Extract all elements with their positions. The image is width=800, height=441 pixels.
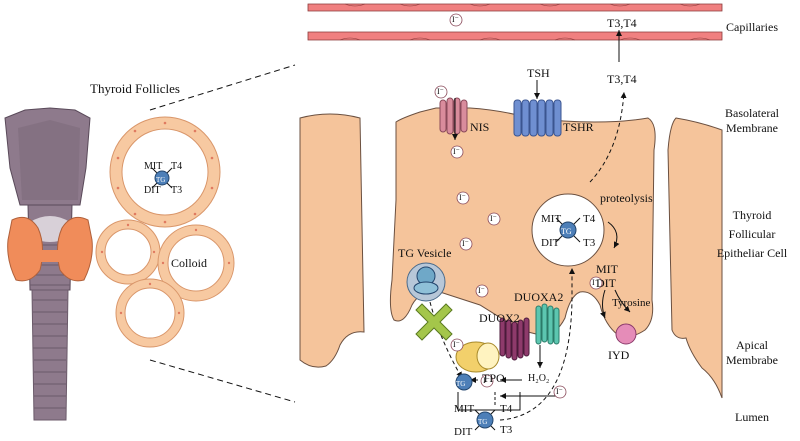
basolateral-t3t4-label: T3,T4 (607, 72, 637, 86)
thyroid-follicles-label: Thyroid Follicles (90, 81, 180, 96)
tg-vesicle (406, 262, 446, 302)
vesicle-t3-label: T3 (583, 237, 596, 249)
tg-lumen-complex (474, 409, 496, 431)
iodide-cell-1: I⁻ (453, 147, 460, 156)
follicle-small-left (95, 219, 161, 285)
zoom-line-bottom (149, 359, 296, 403)
green-channel (415, 303, 453, 341)
vesicle-dit-label: DIT (541, 237, 560, 249)
lumen-connectors (457, 392, 521, 411)
iodide-markers (434, 13, 603, 399)
tyrosine-label: Tyrosine (612, 297, 651, 309)
epithelial-cell-left-edge (299, 113, 365, 368)
tshr-label: TSHR (563, 120, 594, 134)
epithelial-cell-right-edge (667, 117, 723, 399)
proteolysis-label: proteolysis (600, 191, 653, 205)
lumen-tg-label: TG (456, 380, 466, 388)
iodide-recycled: I⁻ (556, 387, 563, 396)
proteolysis-arrow (607, 221, 620, 249)
region-lumen: Lumen (735, 410, 769, 424)
lumen-mit-label: MIT (454, 403, 475, 415)
follicle-small-bottom (115, 278, 185, 348)
tg-vesicle-label: TG Vesicle (398, 246, 452, 260)
region-cell-1: Thyroid (732, 208, 772, 222)
iodide-cell-5: I⁻ (478, 286, 485, 295)
vesicle-tg-label: TG (561, 227, 572, 236)
tpo-enzyme (455, 341, 500, 373)
region-basolateral-1: Basolateral (725, 106, 779, 120)
vesicle-mit-label: MIT (541, 213, 562, 225)
region-basolateral-2: Membrane (726, 121, 778, 135)
iyd-label: IYD (608, 348, 630, 362)
duoxa2-protein (535, 303, 560, 345)
lumen-dit-label: DIT (454, 426, 473, 438)
iodide-cell-4: I⁻ (462, 239, 469, 248)
region-cell-3: Epitheliar Cell (716, 246, 788, 260)
lumen-complex-tg-label: TG (478, 418, 488, 426)
released-mit-label: MIT (596, 262, 618, 276)
region-cell-2: Follicular (728, 227, 776, 241)
vesicle-t4-label: T4 (583, 213, 596, 225)
follicle-mit-label: MIT (144, 161, 163, 172)
region-apical-2: Membrabe (726, 353, 778, 367)
iodide-lumen: I⁻ (483, 376, 490, 385)
iodide-apical: I⁻ (453, 340, 460, 349)
endocytosis-arrow (499, 268, 575, 421)
nis-label: NIS (470, 120, 490, 134)
duoxa2-label: DUOXA2 (514, 290, 564, 304)
zoom-line-top (149, 64, 296, 111)
tg-complex-follicle (151, 167, 173, 189)
follicle-nuclei (100, 121, 231, 315)
capillary-vessel (307, 3, 723, 41)
capillary-t3t4-label: T3,T4 (607, 16, 637, 30)
iodide-cell-2: I⁻ (459, 193, 466, 202)
colloid-label: Colloid (171, 256, 208, 270)
thyroid-anatomy (4, 107, 93, 421)
proteolysis-vesicle (531, 193, 605, 267)
mit-dit-arrow-left (600, 289, 606, 319)
released-dit-label: DIT (596, 276, 616, 290)
tsh-label: TSH (527, 66, 550, 80)
nis-transporter (439, 97, 468, 135)
t3t4-secretion-arrow (589, 91, 627, 183)
duox2-enzyme (499, 317, 530, 361)
tshr-receptor (513, 99, 562, 137)
tpo-label: TPO (482, 371, 505, 385)
region-capillaries: Capillaries (726, 20, 778, 34)
follicle-t3-label: T3 (171, 185, 183, 196)
iodide-outside: I⁻ (437, 87, 444, 96)
lumen-t4-label: T4 (500, 403, 513, 415)
tg-lumen-single (455, 373, 473, 391)
follicle-tg-label: TG (156, 176, 166, 184)
tg-vesicle-arrow (429, 301, 463, 379)
duox2-label: DUOX2 (479, 311, 520, 325)
region-apical-1: Apical (736, 338, 768, 352)
iyd-enzyme (615, 323, 637, 345)
mit-dit-arrow-right (614, 289, 631, 313)
iodide-capillary: I⁻ (452, 15, 459, 24)
iodide-iyd: I⁻ (592, 278, 599, 287)
h2o2-label: H₂O₂ (528, 373, 550, 384)
lumen-t3-label: T3 (500, 424, 513, 436)
follicle-t4-label: T4 (171, 161, 183, 172)
follicle-dit-label: DIT (144, 185, 161, 196)
iodide-cell-3: I⁻ (490, 214, 497, 223)
follicle-small-right (157, 224, 235, 302)
